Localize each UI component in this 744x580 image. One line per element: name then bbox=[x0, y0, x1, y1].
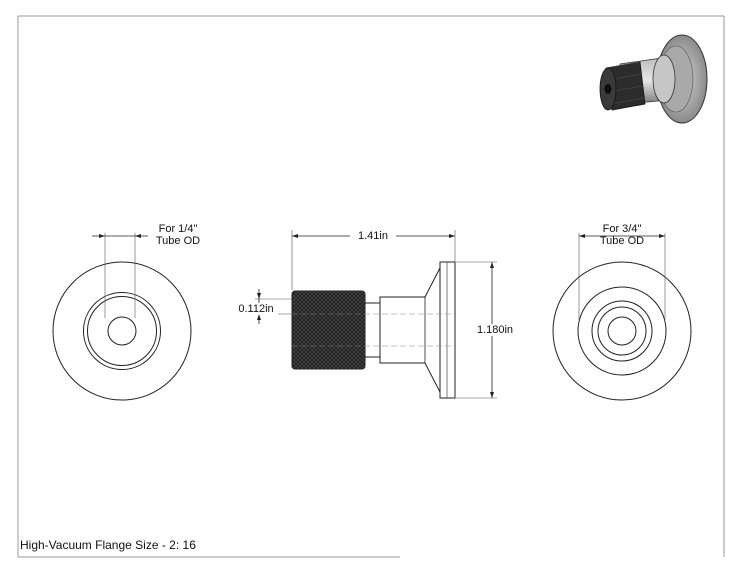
sheet-frame bbox=[17, 15, 725, 558]
right-view-label: For 3/4" Tube OD bbox=[594, 223, 650, 247]
left-view-label-line1: For 1/4" bbox=[158, 223, 198, 235]
left-end-view bbox=[52, 233, 192, 401]
drawing-title: High-Vacuum Flange Size - 2: 16 bbox=[20, 538, 196, 552]
right-end-view bbox=[552, 233, 692, 401]
right-view-label-line1: For 3/4" bbox=[602, 223, 642, 235]
flange-dimension: 1.180in bbox=[472, 324, 518, 336]
left-view-label-line2: Tube OD bbox=[155, 235, 201, 247]
isometric-preview bbox=[599, 34, 708, 124]
length-dimension: 1.41in bbox=[350, 230, 396, 242]
flange bbox=[439, 261, 456, 399]
knurled-grip bbox=[291, 290, 366, 370]
tube-body bbox=[379, 267, 441, 393]
wall-dimension: 0.112in bbox=[234, 303, 278, 315]
left-view-label: For 1/4" Tube OD bbox=[150, 223, 206, 247]
right-view-label-line2: Tube OD bbox=[599, 235, 645, 247]
side-view bbox=[255, 230, 497, 399]
neck bbox=[364, 302, 381, 358]
